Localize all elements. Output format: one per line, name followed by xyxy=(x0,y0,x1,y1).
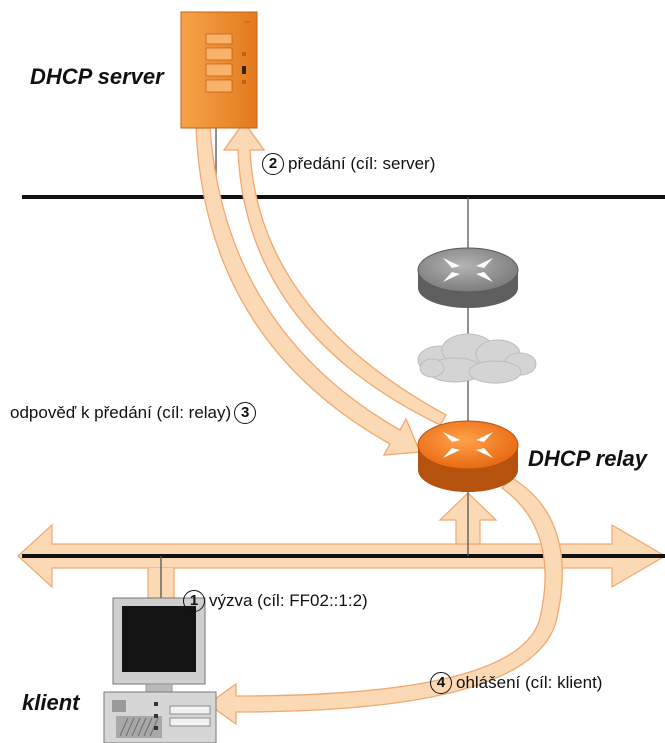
relay-router-icon xyxy=(417,420,519,492)
client-computer-icon xyxy=(103,597,217,743)
step-2-label: 2 předání (cíl: server) xyxy=(262,153,435,175)
step-3-number: 3 xyxy=(234,402,257,424)
broadcast-arrow xyxy=(17,492,665,598)
step-4-text: ohlášení (cíl: klient) xyxy=(456,673,603,692)
client-label: klient xyxy=(22,690,80,715)
step-3-label: odpověď k předání (cíl: relay) 3 xyxy=(10,402,257,424)
step-1-label: 1 výzva (cíl: FF02::1:2) xyxy=(183,590,368,612)
cloud-icon xyxy=(417,333,537,384)
server-icon xyxy=(180,11,258,129)
server-label: DHCP server xyxy=(30,64,164,89)
step-4-label: 4 ohlášení (cíl: klient) xyxy=(430,672,602,694)
step-1-number: 1 xyxy=(183,590,205,612)
step-2-number: 2 xyxy=(262,153,284,175)
reply-arrow xyxy=(206,477,563,726)
router-icon xyxy=(417,247,519,308)
step-3-text: odpověď k předání (cíl: relay) xyxy=(10,403,232,422)
step-1-text: výzva (cíl: FF02::1:2) xyxy=(209,591,368,610)
relay-label: DHCP relay xyxy=(528,446,648,471)
step-4-number: 4 xyxy=(430,672,452,694)
step-2-text: předání (cíl: server) xyxy=(288,154,436,173)
